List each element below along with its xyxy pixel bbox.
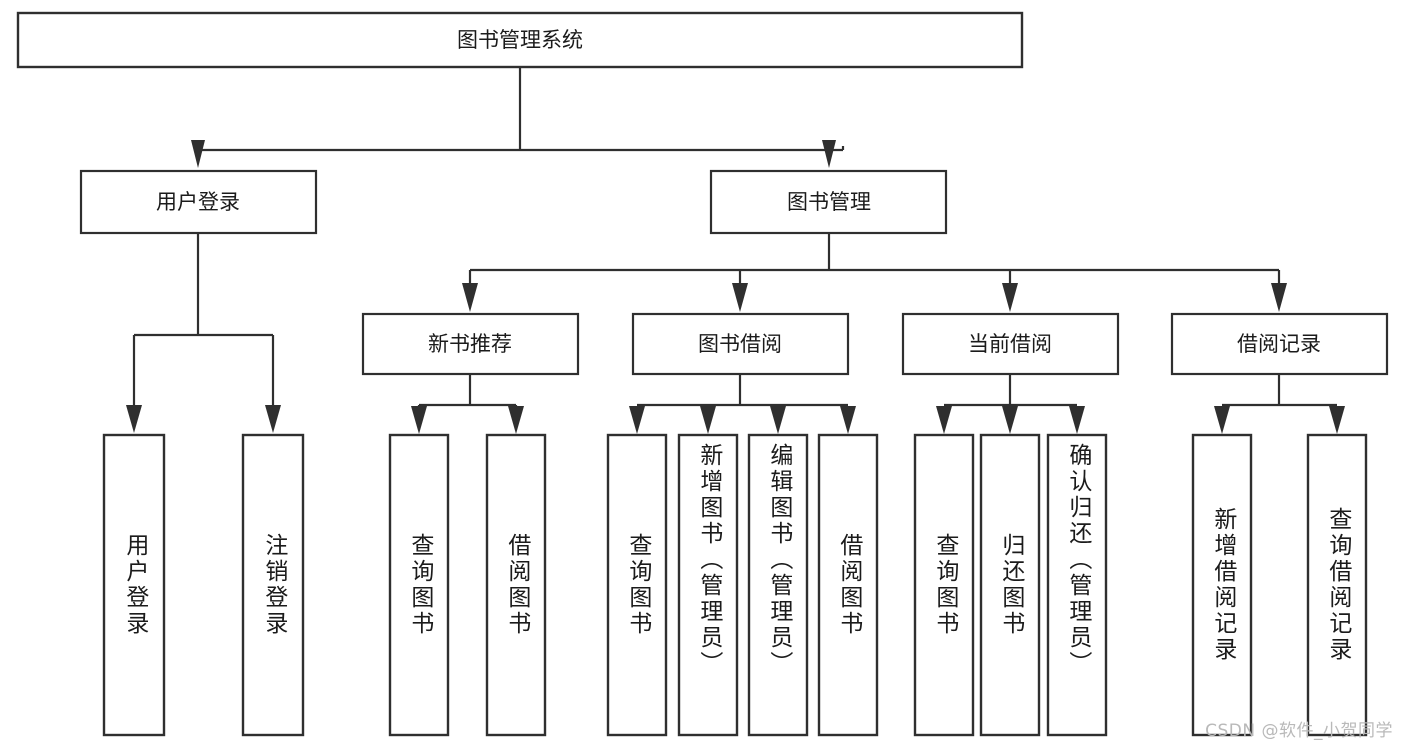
arrow-to-leaf-query-book-2 [629,406,645,434]
leaf-box-logout-login[interactable] [241,433,305,737]
leaf-box-edit-book[interactable] [747,433,809,737]
leaf-box-return-book[interactable] [979,433,1041,737]
leaf-box-add-book[interactable] [677,433,739,737]
arrow-to-leaf-borrow-book-1 [508,406,524,434]
arrow-to-current-borrow [1002,283,1018,312]
leaf-box-query-book-1[interactable] [388,433,450,737]
arrow-to-leaf-confirm-return [1069,406,1085,434]
node-book-manage-label: 图书管理 [787,190,871,214]
arrow-to-new-book-rec [462,283,478,312]
arrow-to-leaf-add-record [1214,406,1230,434]
node-root-box[interactable] [16,11,1024,69]
arrow-to-leaf-user-login [126,405,142,433]
leaf-box-confirm-return[interactable] [1046,433,1108,737]
node-book-manage-box[interactable] [709,169,948,235]
node-current-borrow-label: 当前借阅 [968,332,1052,356]
arrow-to-leaf-logout [265,405,281,433]
arrow-to-leaf-borrow-book-2 [840,406,856,434]
arrow-to-leaf-query-record [1329,406,1345,434]
node-borrow-record-label: 借阅记录 [1237,332,1321,356]
leaf-box-borrow-book-1[interactable] [485,433,547,737]
leaf-box-query-book-3[interactable] [913,433,975,737]
node-user-login-box[interactable] [79,169,318,235]
node-borrow-record-box[interactable] [1170,312,1389,376]
node-new-book-rec-box[interactable] [361,312,580,376]
node-root-label: 图书管理系统 [457,28,583,52]
arrow-to-leaf-query-book-3 [936,406,952,434]
arrow-to-user-login [191,140,205,168]
leaf-box-borrow-book-2[interactable] [817,433,879,737]
node-new-book-rec-label: 新书推荐 [428,332,512,356]
arrow-to-leaf-query-book-1 [411,406,427,434]
arrow-to-leaf-add-book [700,406,716,434]
node-book-borrow-box[interactable] [631,312,850,376]
node-current-borrow-box[interactable] [901,312,1120,376]
node-user-login-label: 用户登录 [156,190,240,214]
arrow-to-borrow-record [1271,283,1287,312]
leaf-box-query-book-2[interactable] [606,433,668,737]
connector-group-root [196,67,845,152]
leaf-box-add-record[interactable] [1191,433,1253,737]
node-book-borrow-label: 图书借阅 [698,332,782,356]
arrow-to-book-borrow [732,283,748,312]
arrow-to-book-manage [822,140,836,168]
leaf-box-user-login[interactable] [102,433,166,737]
arrow-to-leaf-return-book [1002,406,1018,434]
leaf-box-query-record[interactable] [1306,433,1368,737]
arrow-to-leaf-edit-book [770,406,786,434]
